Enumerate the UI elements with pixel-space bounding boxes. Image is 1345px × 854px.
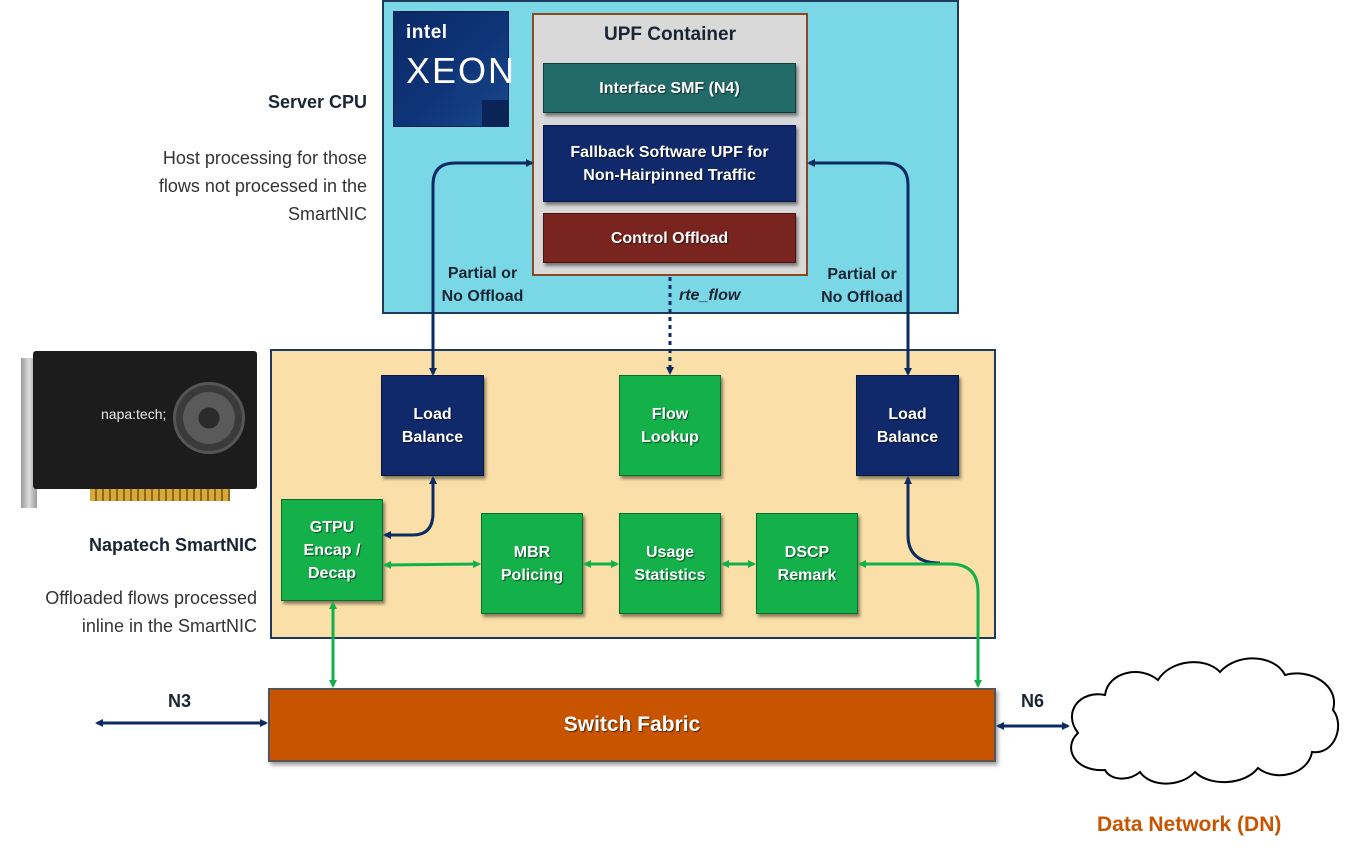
server-desc-line-3: SmartNIC: [287, 204, 367, 224]
smartnic-title: Napatech SmartNIC: [88, 535, 257, 555]
rte-flow-label: rte_flow: [679, 287, 741, 304]
flow-lookup-block: Flow Lookup: [619, 375, 721, 476]
logo-square-icon: [482, 100, 509, 127]
flow-lookup-line-2: Lookup: [641, 428, 699, 446]
smartnic-description: Offloaded flows processed inline in the …: [0, 584, 257, 640]
card-gold-contacts: [90, 489, 230, 501]
server-cpu-title: Server CPU: [267, 92, 367, 112]
lb-left-line-2: Balance: [401, 428, 464, 446]
partial-offload-arrow-right: [807, 159, 912, 376]
dscp-line-1: DSCP: [784, 543, 830, 561]
switch-fabric-block: Switch Fabric: [268, 688, 996, 762]
n3-label: N3: [168, 691, 192, 711]
data-network-label: Data Network (DN): [1097, 813, 1282, 836]
dscp-switch-arrow: [858, 560, 982, 688]
n6-label: N6: [1021, 691, 1045, 711]
fallback-line-1: Fallback Software UPF for: [570, 143, 769, 161]
smartnic-desc-line-1: Offloaded flows processed: [45, 588, 257, 608]
card-brand-label: napa:tech;: [101, 406, 167, 422]
fan-icon: [173, 382, 245, 454]
control-offload-block: Control Offload: [543, 213, 796, 263]
mbr-line-2: Policing: [500, 566, 564, 584]
fallback-upf-block: Fallback Software UPF for Non-Hairpinned…: [543, 125, 796, 202]
partial-offload-arrow-left: [429, 159, 534, 376]
interface-smf-block: Interface SMF (N4): [543, 63, 796, 113]
usage-line-1: Usage: [645, 543, 695, 561]
gtpu-encap-decap-block: GTPU Encap / Decap: [281, 499, 383, 601]
gtpu-line-2: Encap /: [303, 541, 361, 559]
flow-lookup-line-1: Flow: [651, 405, 689, 423]
server-cpu-description: Host processing for those flows not proc…: [80, 144, 367, 228]
lb-left-line-1: Load: [413, 405, 452, 423]
mbr-policing-block: MBR Policing: [481, 513, 583, 614]
load-balance-right-block: Load Balance: [856, 375, 959, 476]
dscp-line-2: Remark: [777, 566, 837, 584]
smartnic-card-image: napa:tech;: [15, 348, 260, 520]
load-balance-left-block: Load Balance: [381, 375, 484, 476]
intel-xeon-logo: intel XEON: [393, 11, 514, 127]
logo-square-icon: [456, 74, 482, 100]
mbr-line-1: MBR: [513, 543, 551, 561]
lb-right-line-1: Load: [888, 405, 927, 423]
upf-container-title: UPF Container: [604, 24, 736, 45]
smartnic-desc-line-2: inline in the SmartNIC: [81, 616, 257, 636]
usage-line-2: Statistics: [634, 566, 706, 584]
data-network-cloud-icon: [1070, 657, 1339, 785]
logo-product: XEON: [406, 50, 517, 91]
fallback-line-2: Non-Hairpinned Traffic: [583, 166, 756, 184]
dscp-remark-block: DSCP Remark: [756, 513, 858, 614]
server-desc-line-1: Host processing for those: [162, 148, 367, 168]
dscp-to-load-balance-arrow: [904, 476, 941, 565]
gtpu-line-3: Decap: [307, 564, 357, 582]
gtpu-line-1: GTPU: [309, 518, 355, 536]
usage-statistics-block: Usage Statistics: [619, 513, 721, 614]
lb-right-line-2: Balance: [876, 428, 939, 446]
logo-brand: intel: [406, 22, 448, 43]
gtpu-mbr-arrow: [383, 560, 481, 569]
server-desc-line-2: flows not processed in the: [158, 176, 367, 196]
gtpu-to-load-balance-arrow: [383, 476, 437, 539]
